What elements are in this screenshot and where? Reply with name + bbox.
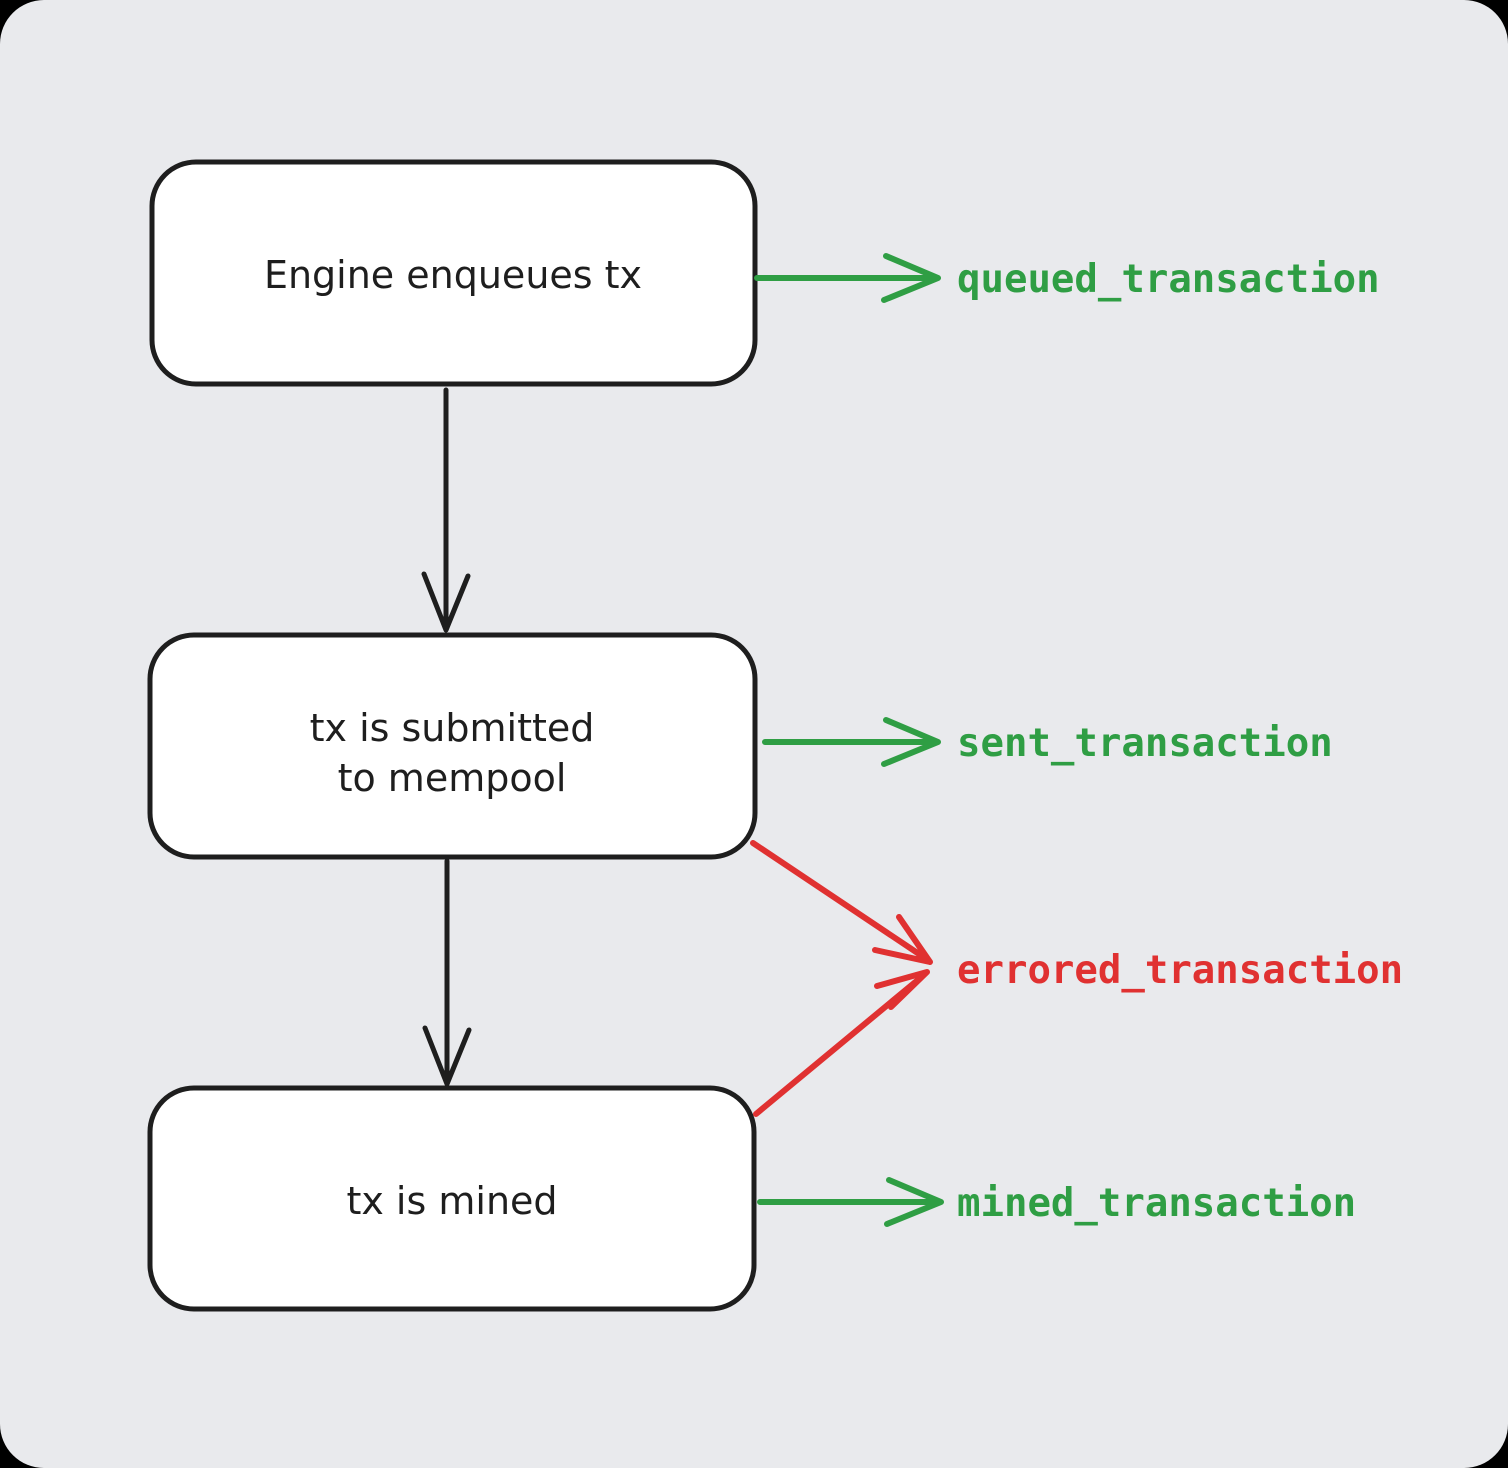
flow-node-engine-enqueues-tx: Engine enqueues tx [149, 159, 758, 387]
arrow-down-mempool-to-mined [422, 858, 472, 1087]
arrow-right-mined-transaction [757, 1177, 944, 1227]
arrow-right-queued-transaction [754, 253, 941, 303]
node-box [149, 159, 758, 387]
node-box [147, 1085, 757, 1312]
event-label-sent-transaction: sent_transaction [957, 721, 1333, 766]
event-label-mined-transaction: mined_transaction [957, 1181, 1356, 1226]
arrow-diagonal-mempool-to-errored [750, 840, 933, 965]
flow-node-tx-is-mined: tx is mined [147, 1085, 757, 1312]
node-label-line-2: to mempool [338, 756, 567, 800]
arrow-down-enqueue-to-mempool [421, 387, 471, 633]
node-label: tx is mined [346, 1179, 557, 1223]
node-box [147, 632, 758, 860]
node-label-line-1: tx is submitted [310, 706, 595, 750]
arrow-diagonal-mined-to-errored [753, 969, 930, 1117]
flow-node-tx-submitted-to-mempool: tx is submitted to mempool [147, 632, 758, 860]
event-label-queued-transaction: queued_transaction [957, 257, 1380, 302]
event-label-errored-transaction: errored_transaction [957, 948, 1403, 993]
arrow-right-sent-transaction [762, 717, 941, 767]
node-label: Engine enqueues tx [264, 253, 642, 297]
